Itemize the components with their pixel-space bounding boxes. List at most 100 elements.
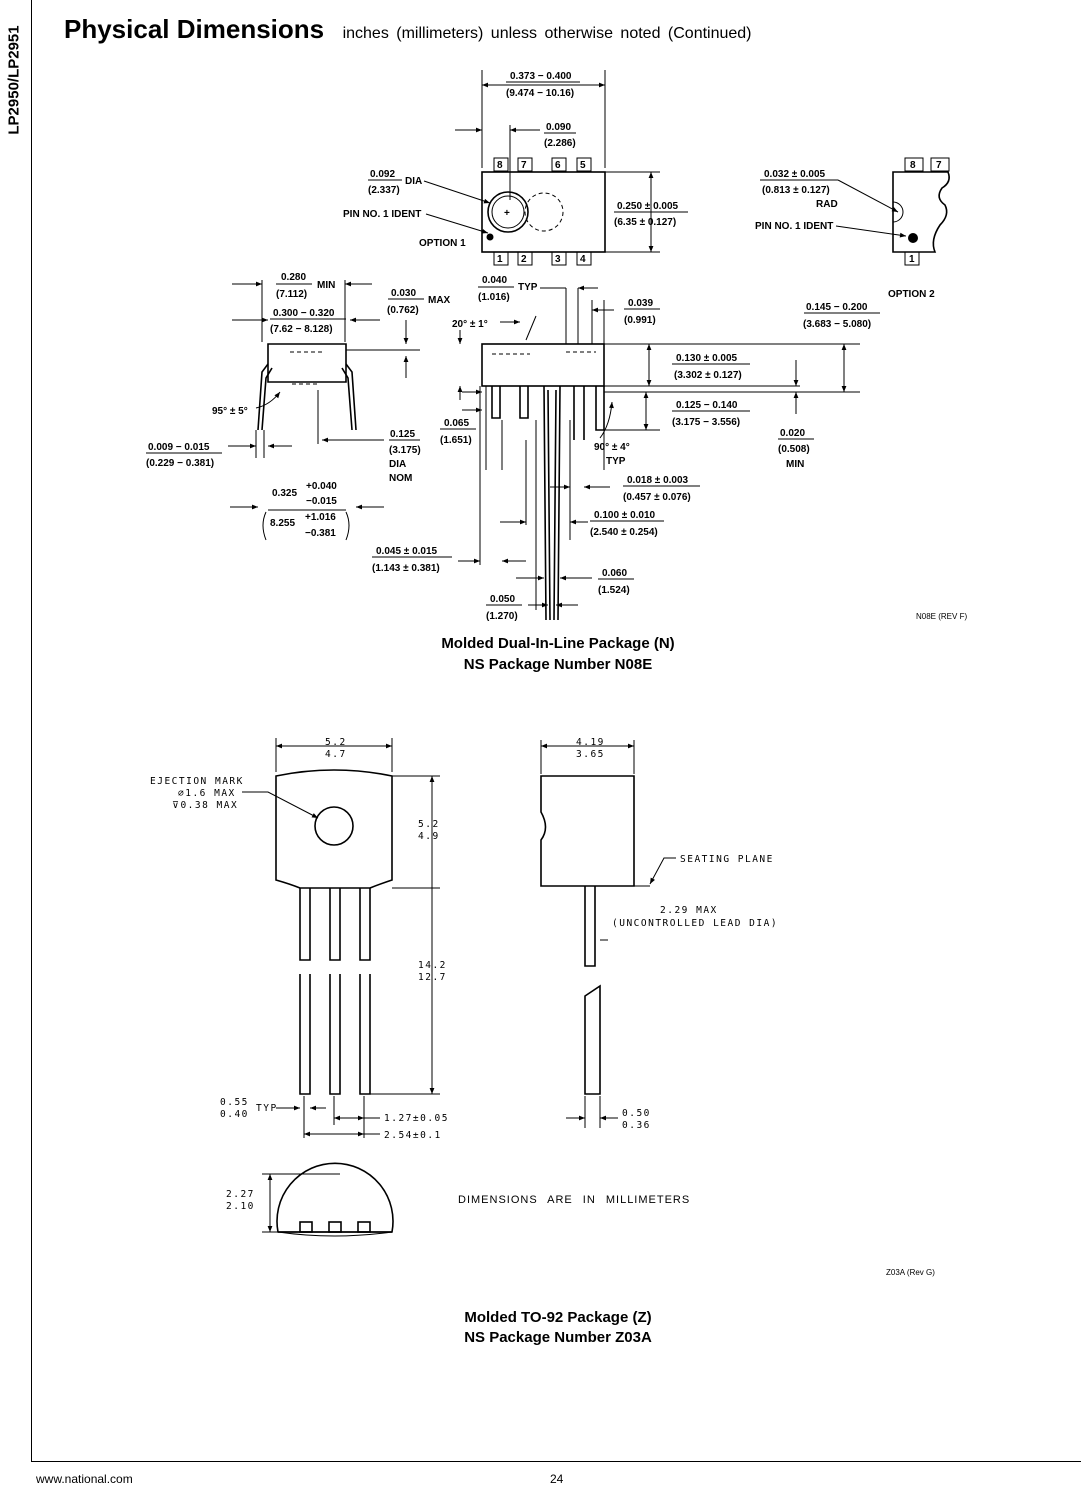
svg-text:MIN: MIN	[317, 280, 335, 291]
option1-label: OPTION 1	[419, 238, 466, 249]
svg-text:+1.016: +1.016	[305, 512, 336, 523]
dim-shoulder: 0.065	[444, 418, 469, 429]
option2-label: OPTION 2	[888, 289, 935, 300]
svg-text:(0.991): (0.991)	[624, 315, 656, 326]
svg-text:(7.62 − 8.128): (7.62 − 8.128)	[270, 324, 333, 335]
to92-bottom-view: 2.27 2.10	[226, 1162, 394, 1237]
to92-caption-title: Molded TO-92 Package (Z)	[464, 1309, 651, 1326]
svg-text:4.7: 4.7	[325, 749, 347, 760]
dim-rad: 0.032 ± 0.005	[764, 169, 826, 180]
svg-text:+0.040: +0.040	[306, 481, 337, 492]
svg-text:TYP: TYP	[256, 1103, 278, 1114]
dip-option2-view: 8 7 1 0.032 ± 0.005 (0.813 ± 0.127) RAD …	[755, 157, 950, 300]
dip-end-view: 0.280 MIN (7.112) 0.300 − 0.320 (7.62 − …	[146, 272, 451, 541]
svg-text:4.9: 4.9	[418, 831, 440, 842]
svg-text:(1.270): (1.270)	[486, 611, 518, 622]
dip-top-view: 0.373 − 0.400 (9.474 − 10.16) 0.090 (2.2…	[343, 70, 688, 266]
svg-text:(3.175 − 3.556): (3.175 − 3.556)	[672, 417, 740, 428]
dim-to92-pitch1: 1.27±0.05	[384, 1113, 449, 1124]
dim-to92-front-width: 5.2	[325, 737, 347, 748]
svg-text:0.36: 0.36	[622, 1120, 651, 1131]
dip-bottom-pins: 1 2 3 4	[493, 251, 592, 266]
svg-text:(7.112): (7.112)	[276, 289, 307, 300]
dim-standoff: 0.020	[780, 428, 805, 439]
dim-min-spacing: 0.280	[281, 272, 306, 283]
svg-text:−0.381: −0.381	[305, 528, 336, 539]
dim-lead-dia: 0.018 ± 0.003	[627, 475, 689, 486]
svg-text:3.65: 3.65	[576, 749, 605, 760]
page-frame-bottom	[31, 1461, 1081, 1462]
to92-front-view: 5.2 4.7 EJECTION MARK ∅1.6 MAX ⊽0.38 MAX…	[150, 737, 449, 1141]
dim-body-width-mm: (9.474 − 10.16)	[506, 88, 574, 99]
svg-text:(UNCONTROLLED LEAD DIA): (UNCONTROLLED LEAD DIA)	[612, 918, 778, 929]
svg-text:(1.524): (1.524)	[598, 585, 630, 596]
dim-end-lead: 0.045 ± 0.015	[376, 546, 438, 557]
svg-text:(0.762): (0.762)	[387, 305, 419, 316]
to92-caption-number: NS Package Number Z03A	[464, 1329, 652, 1346]
svg-text:1: 1	[909, 254, 915, 265]
dim-lead-060: 0.060	[602, 568, 627, 579]
dim-body-width: 0.373 − 0.400	[510, 71, 572, 82]
pin-7-label: 7	[521, 160, 527, 171]
dim-pin-offset-mm: (2.286)	[544, 138, 576, 149]
dim-rad-mm: (0.813 ± 0.127)	[762, 185, 830, 196]
svg-text:8: 8	[910, 160, 916, 171]
dim-pitch: 0.100 ± 0.010	[594, 510, 656, 521]
pin1-ident-label: PIN NO. 1 IDENT	[343, 209, 421, 220]
svg-text:12.7: 12.7	[418, 972, 447, 983]
dip-revision: N08E (REV F)	[916, 612, 967, 621]
dim-dia-nom: 0.125	[390, 429, 415, 440]
dim-body-thick: 0.130 ± 0.005	[676, 353, 738, 364]
svg-text:∅1.6 MAX: ∅1.6 MAX	[178, 788, 236, 799]
svg-text:(2.540 ± 0.254): (2.540 ± 0.254)	[590, 527, 658, 538]
svg-text:(1.651): (1.651)	[440, 435, 472, 446]
ident-circle	[487, 191, 529, 233]
dim-lead-thick: 0.009 − 0.015	[148, 442, 210, 453]
dim-ident-dia: 0.092	[370, 169, 395, 180]
svg-text:(0.508): (0.508)	[778, 444, 810, 455]
units-note: DIMENSIONS ARE IN MILLIMETERS	[458, 1194, 690, 1206]
footer-page-number: 24	[550, 1472, 564, 1486]
pin-5-label: 5	[580, 160, 586, 171]
svg-text:⊽0.38 MAX: ⊽0.38 MAX	[172, 800, 238, 811]
dim-row-spacing: 0.300 − 0.320	[273, 308, 335, 319]
footer-website: www.national.com	[36, 1472, 133, 1486]
dim-angle-90: 90° ± 4°	[594, 442, 630, 453]
dim-max-flash: 0.030	[391, 288, 416, 299]
svg-text:DIA: DIA	[405, 176, 422, 187]
dim-to92-body-height: 5.2	[418, 819, 440, 830]
svg-text:−0.015: −0.015	[306, 496, 337, 507]
svg-text:NOM: NOM	[389, 473, 412, 484]
pin-3-label: 3	[555, 254, 561, 265]
pin1-dot	[486, 233, 494, 241]
dim-to92-lead-thick: 0.50	[622, 1108, 651, 1119]
dim-seat-height: 0.145 − 0.200	[806, 302, 868, 313]
dim-angle-95: 95° ± 5°	[212, 406, 248, 417]
dip-body-outline	[481, 171, 606, 253]
dim-to92-lead-dia: 2.29 MAX	[660, 905, 718, 916]
svg-text:(3.683 − 5.080): (3.683 − 5.080)	[803, 319, 871, 330]
dim-overall: 0.325	[272, 488, 297, 499]
dim-angle-20: 20° ± 1°	[452, 319, 488, 330]
dip-top-pins: 8 7 6 5	[493, 157, 592, 172]
svg-text:RAD: RAD	[816, 199, 838, 210]
svg-text:(0.229 − 0.381): (0.229 − 0.381)	[146, 458, 214, 469]
dim-body-height: 0.250 ± 0.005	[617, 201, 679, 212]
ejection-mark-label: EJECTION MARK	[150, 776, 244, 787]
dim-body-height-mm: (6.35 ± 0.127)	[614, 217, 676, 228]
svg-text:8.255: 8.255	[270, 518, 295, 529]
dim-lead-050: 0.050	[490, 594, 515, 605]
svg-text:MIN: MIN	[786, 459, 804, 470]
svg-text:(1.143 ± 0.381): (1.143 ± 0.381)	[372, 563, 440, 574]
svg-text:DIA: DIA	[389, 459, 406, 470]
dim-lead-039: 0.039	[628, 298, 653, 309]
dip-caption-number: NS Package Number N08E	[464, 656, 652, 673]
seating-plane-label: SEATING PLANE	[680, 854, 774, 865]
page-frame-left	[31, 0, 32, 1462]
dim-to92-pitch2: 2.54±0.1	[384, 1130, 442, 1141]
svg-text:2.10: 2.10	[226, 1201, 255, 1212]
pin-2-label: 2	[521, 254, 527, 265]
dim-to92-lead-length: 14.2	[418, 960, 447, 971]
page-title: Physical Dimensions	[64, 14, 325, 44]
